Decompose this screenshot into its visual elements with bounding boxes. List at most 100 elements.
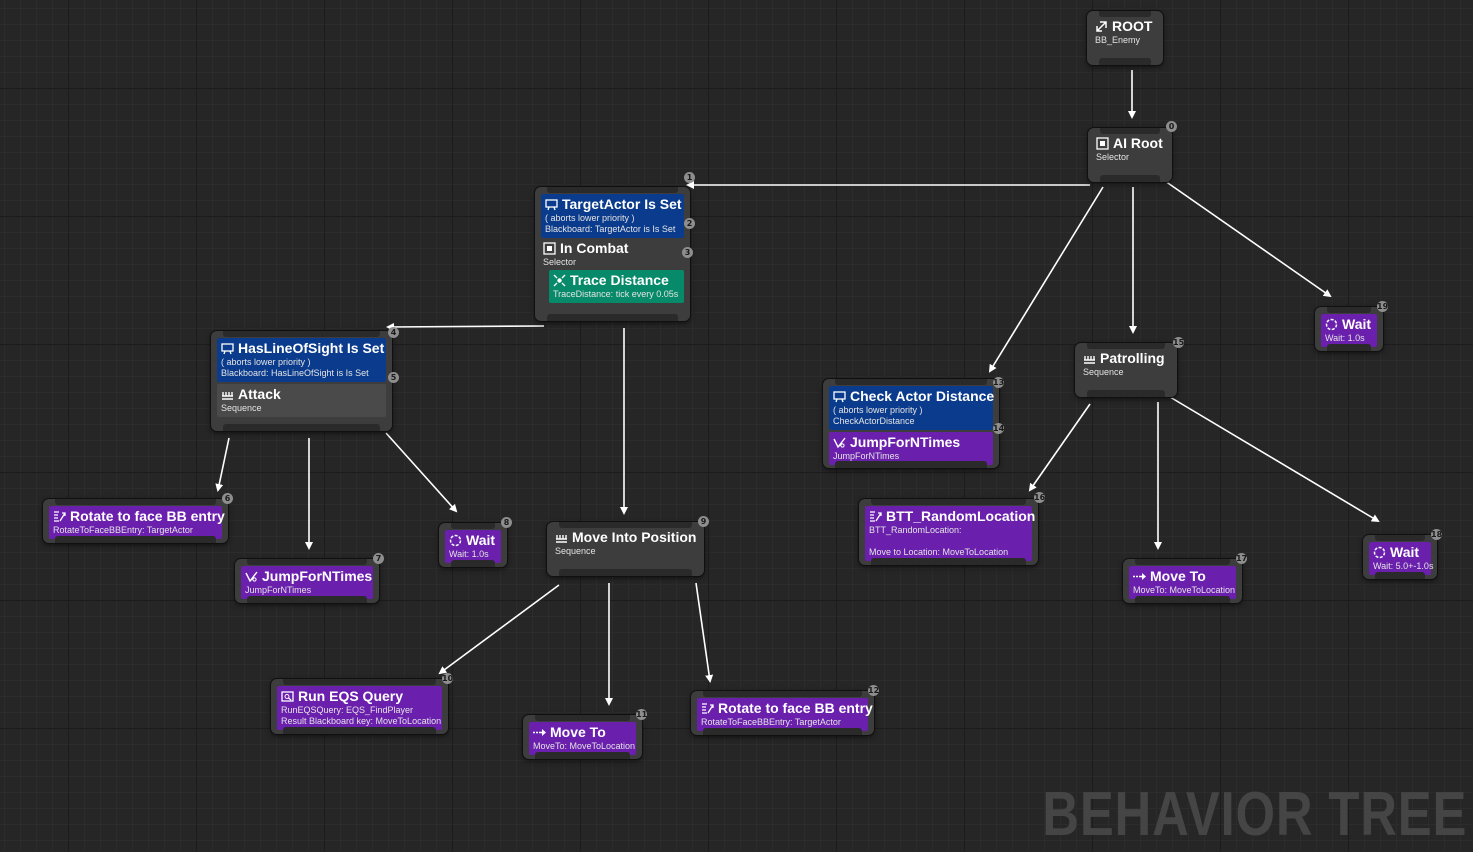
- edge-patrolling-random: [1028, 403, 1091, 492]
- task-run-eqs-query: Run EQS Query RunEQSQuery: EQS_FindPlaye…: [277, 686, 442, 730]
- random-location-key: Move to Location: MoveToLocation: [869, 547, 1009, 557]
- node-move-to-2[interactable]: Move To MoveTo: MoveToLocation 17: [1123, 553, 1247, 603]
- in-combat-subtitle: Selector: [543, 257, 577, 267]
- jump-icon: [245, 571, 258, 583]
- wait-icon: [1373, 546, 1386, 559]
- decorator-targetactor[interactable]: TargetActor Is Set ( aborts lower priori…: [541, 172, 695, 238]
- task-btt-random-location: BTT_RandomLocation BTT_RandomLocation: M…: [865, 506, 1035, 561]
- node-attack[interactable]: HasLineOfSight Is Set ( aborts lower pri…: [211, 327, 399, 431]
- edge-attack-rotate1: [215, 437, 230, 492]
- node-jumpforntimes-1[interactable]: JumpForNTimes JumpForNTimes 7: [235, 553, 384, 603]
- blackboard-icon: [545, 199, 558, 211]
- index-badge: 11: [636, 709, 648, 720]
- decorator-check-actor-distance[interactable]: Check Actor Distance ( aborts lower prio…: [829, 377, 1004, 434]
- task-rotate-to-face-1: Rotate to face BB entry RotateToFaceBBEn…: [49, 506, 225, 539]
- jump-detail: JumpForNTimes: [245, 585, 312, 595]
- blackboard-icon: [833, 391, 846, 403]
- patrolling-subtitle: Sequence: [1083, 367, 1124, 377]
- rotate-detail: RotateToFaceBBEntry: TargetActor: [53, 525, 193, 535]
- service-detail: TraceDistance: tick every 0.05s: [553, 289, 679, 299]
- rotate-title: Rotate to face BB entry: [70, 508, 225, 524]
- decorator-detail: Blackboard: TargetActor is Is Set: [545, 224, 676, 234]
- node-rotate-to-face-1[interactable]: Rotate to face BB entry RotateToFaceBBEn…: [43, 493, 233, 543]
- index-badge: 4: [388, 327, 399, 338]
- ai-root-subtitle: Selector: [1096, 152, 1130, 162]
- node-wait-1[interactable]: Wait Wait: 1.0s 8: [439, 517, 512, 567]
- edge-attack-wait1: [385, 432, 458, 513]
- task-wait-3: Wait Wait: 1.0s: [1321, 314, 1377, 347]
- node-check-actor-distance[interactable]: Check Actor Distance ( aborts lower prio…: [823, 377, 1004, 468]
- jump-icon: [833, 437, 846, 449]
- index-badge: 18: [1431, 529, 1443, 540]
- index-badge: 6: [222, 493, 233, 504]
- node-move-into-position[interactable]: Move Into Position Sequence 9: [547, 516, 709, 576]
- in-combat-composite: In Combat Selector 3: [541, 240, 693, 268]
- sequence-icon: [1084, 356, 1095, 364]
- wait-icon: [1325, 318, 1338, 331]
- sequence-icon: [556, 535, 567, 543]
- node-move-to-1[interactable]: Move To MoveTo: MoveToLocation 11: [523, 709, 647, 759]
- selector-icon: [543, 242, 556, 255]
- rotate-icon: [54, 511, 66, 522]
- wait-detail: Wait: 1.0s: [449, 549, 489, 559]
- patrolling-composite: Patrolling Sequence: [1081, 350, 1171, 378]
- eqs-title: Run EQS Query: [298, 688, 404, 704]
- decorator-title: HasLineOfSight Is Set: [238, 340, 385, 356]
- index-badge: 12: [868, 685, 880, 696]
- root-icon: [1096, 21, 1107, 32]
- node-btt-random-location[interactable]: BTT_RandomLocation BTT_RandomLocation: M…: [859, 492, 1045, 565]
- task-jumpforntimes-1: JumpForNTimes JumpForNTimes: [241, 566, 373, 599]
- move-into-title: Move Into Position: [572, 529, 697, 545]
- index-badge: 2: [684, 218, 695, 229]
- decorator-abort: ( aborts lower priority ): [833, 405, 923, 415]
- spacer: [869, 536, 1028, 547]
- node-patrolling[interactable]: Patrolling Sequence 15: [1075, 337, 1184, 397]
- index-badge: 7: [373, 553, 384, 564]
- decorator-haslineofsight[interactable]: HasLineOfSight Is Set ( aborts lower pri…: [217, 327, 399, 382]
- rotate-icon: [702, 703, 714, 714]
- decorator-title: TargetActor Is Set: [562, 196, 682, 212]
- rotate-title: Rotate to face BB entry: [718, 700, 873, 716]
- moveto-icon: [533, 729, 546, 736]
- index-badge: 1: [684, 172, 695, 183]
- behavior-tree-watermark: BEHAVIOR TREE: [1042, 780, 1467, 849]
- blackboard-icon: [221, 343, 234, 355]
- node-wait-3[interactable]: Wait Wait: 1.0s 19: [1315, 301, 1388, 351]
- sequence-icon: [222, 392, 233, 400]
- decorator-abort: ( aborts lower priority ): [545, 213, 635, 223]
- edge-moveinto-rotate2: [695, 582, 714, 683]
- jump-title: JumpForNTimes: [262, 568, 373, 584]
- node-in-combat[interactable]: TargetActor Is Set ( aborts lower priori…: [535, 172, 695, 321]
- task-wait-1: Wait Wait: 1.0s: [445, 530, 501, 563]
- index-badge: 13: [993, 377, 1005, 388]
- move-into-subtitle: Sequence: [555, 546, 596, 556]
- jump-detail: JumpForNTimes: [833, 451, 900, 461]
- task-wait-2: Wait Wait: 5.0+-1.0s: [1369, 542, 1434, 575]
- index-badge: 19: [1377, 301, 1389, 312]
- service-icon: [553, 274, 566, 287]
- node-rotate-to-face-2[interactable]: Rotate to face BB entry RotateToFaceBBEn…: [691, 685, 879, 735]
- task-jumpforntimes-2[interactable]: JumpForNTimes JumpForNTimes: [829, 432, 993, 465]
- decorator-title: Check Actor Distance: [850, 388, 995, 404]
- root-subtitle: BB_Enemy: [1095, 35, 1141, 45]
- node-root[interactable]: ROOT BB_Enemy: [1087, 11, 1163, 65]
- root-block: ROOT BB_Enemy: [1093, 18, 1157, 46]
- root-title: ROOT: [1112, 18, 1153, 34]
- wait-title: Wait: [466, 532, 496, 548]
- node-run-eqs-query[interactable]: Run EQS Query RunEQSQuery: EQS_FindPlaye…: [271, 673, 453, 734]
- wait-detail: Wait: 1.0s: [1325, 333, 1365, 343]
- decorator-detail: Blackboard: HasLineOfSight is Is Set: [221, 368, 369, 378]
- service-title: Trace Distance: [570, 272, 669, 288]
- service-trace-distance[interactable]: Trace Distance TraceDistance: tick every…: [549, 270, 684, 303]
- node-wait-2[interactable]: Wait Wait: 5.0+-1.0s 18: [1363, 529, 1442, 579]
- index-badge: 16: [1034, 492, 1046, 503]
- node-ai-root[interactable]: AI Root Selector 0: [1088, 121, 1177, 182]
- decorator-abort: ( aborts lower priority ): [221, 357, 311, 367]
- task-rotate-to-face-2: Rotate to face BB entry RotateToFaceBBEn…: [697, 698, 873, 731]
- index-badge: 9: [698, 516, 709, 527]
- in-combat-title: In Combat: [560, 240, 629, 256]
- moveto-title: Move To: [1150, 568, 1206, 584]
- edge-moveinto-eqs: [438, 584, 560, 675]
- moveto-detail: MoveTo: MoveToLocation: [533, 741, 636, 751]
- wait-detail: Wait: 5.0+-1.0s: [1373, 561, 1434, 571]
